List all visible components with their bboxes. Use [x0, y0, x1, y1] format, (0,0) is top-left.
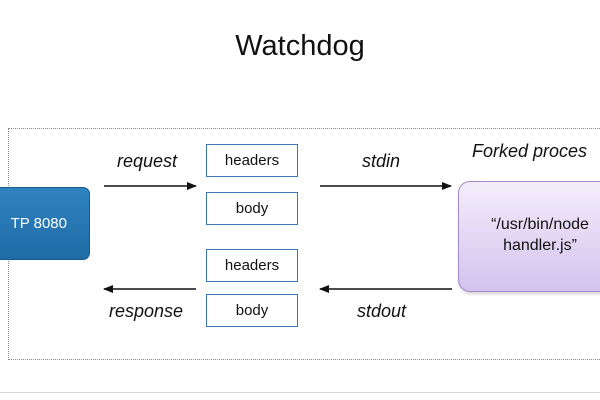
response-label: response [109, 301, 184, 321]
diagram-title: Watchdog [235, 30, 365, 62]
stdout-label: stdout [357, 301, 407, 321]
request-body-box: body [206, 192, 298, 225]
http-8080-label: TP 8080 [10, 215, 67, 232]
response-headers-box: headers [206, 249, 298, 282]
forked-process-box [458, 181, 600, 292]
http-8080-box: TP 8080 [0, 187, 90, 260]
forked-process-label: Forked proces [472, 141, 588, 161]
response-body-box: body [206, 294, 298, 327]
command-line-2: handler.js” [503, 237, 577, 254]
forked-process-command: “/usr/bin/node handler.js” [470, 214, 600, 256]
request-headers-box: headers [206, 144, 298, 177]
command-line-1: “/usr/bin/node [491, 216, 589, 233]
request-label: request [117, 151, 178, 171]
bottom-divider [0, 392, 600, 393]
stdin-label: stdin [362, 151, 401, 171]
